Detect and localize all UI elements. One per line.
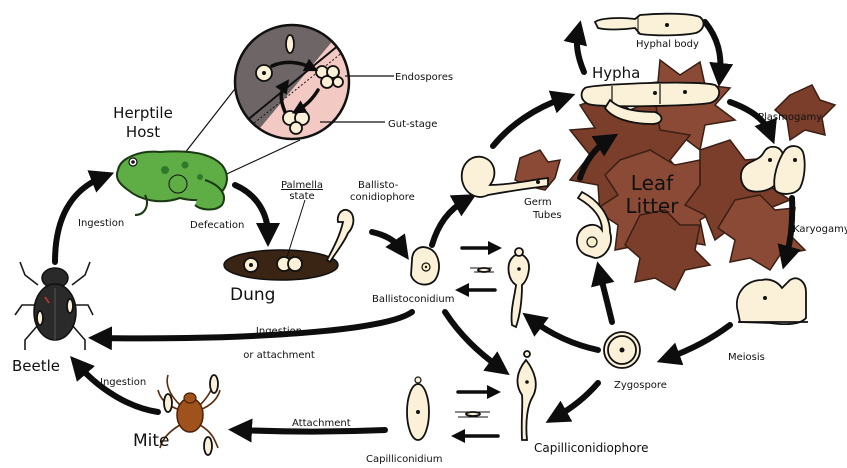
dung-illustration: [224, 200, 353, 280]
gut-stage-label: Gut-stage: [388, 119, 437, 130]
capilliconidiophore-label: Capilliconidiophore: [534, 441, 648, 455]
beetle-label: Beetle: [12, 357, 60, 375]
zygospore-illustration: [604, 332, 640, 368]
herptile-host-label-line1: Herptile: [113, 104, 173, 122]
frog-illustration: [117, 151, 227, 215]
ingestion-or-attachment-label-line1: Ingestion: [256, 326, 302, 337]
hyphal-body-label: Hyphal body: [636, 39, 699, 50]
leaf-litter-label-line1: Leaf: [631, 171, 674, 195]
ingestion-or-attachment-label-line2: or attachment: [243, 350, 315, 361]
germ-tubes-label-line1: Germ: [524, 197, 552, 208]
beetle-illustration: [15, 262, 93, 350]
ballistoconidium-illustration: [411, 247, 439, 284]
gut-sporangiole: [286, 35, 294, 53]
capilliconidium-label: Capilliconidium: [366, 454, 443, 465]
defecation-label: Defecation: [190, 220, 244, 231]
capilliconidiophore-illustration: [517, 351, 535, 440]
ballistoconidium-label: Ballistoconidium: [372, 294, 455, 305]
plasmogamy-label: Plasmogamy: [758, 112, 822, 123]
mite-label: Mite: [133, 431, 170, 451]
karyogamy-illustration: [737, 278, 808, 324]
capilliconidium-illustration: [407, 377, 490, 440]
germ-tubes-label-line2: Tubes: [532, 210, 562, 221]
ingestion-top-label: Ingestion: [78, 218, 124, 229]
meiosis-label: Meiosis: [728, 352, 765, 363]
ballistoconidiophore-middle: [470, 248, 529, 327]
palmella-state-label-line2: state: [289, 191, 314, 202]
endospores-label: Endospores: [395, 72, 453, 83]
hyphal-body-illustration: [595, 14, 703, 36]
attachment-label: Attachment: [292, 418, 351, 429]
ballistoconidiophore-label-line2: conidiophore: [350, 192, 415, 203]
ingestion-mite-label: Ingestion: [100, 377, 146, 388]
herptile-host-label-line2: Host: [126, 123, 160, 141]
karyogamy-label: Karyogamy: [793, 224, 847, 235]
palmella-state-label-line1: Palmella: [281, 180, 323, 191]
dung-ballistoconidiophore: [327, 210, 353, 262]
plasmogamy-illustration: [741, 146, 805, 194]
zygospore-label: Zygospore: [614, 380, 667, 391]
dung-label: Dung: [230, 285, 275, 305]
ballistoconidiophore-label-line1: Ballisto-: [358, 180, 399, 191]
hypha-label: Hypha: [592, 64, 640, 82]
leaf-litter-label-line2: Litter: [626, 194, 680, 218]
